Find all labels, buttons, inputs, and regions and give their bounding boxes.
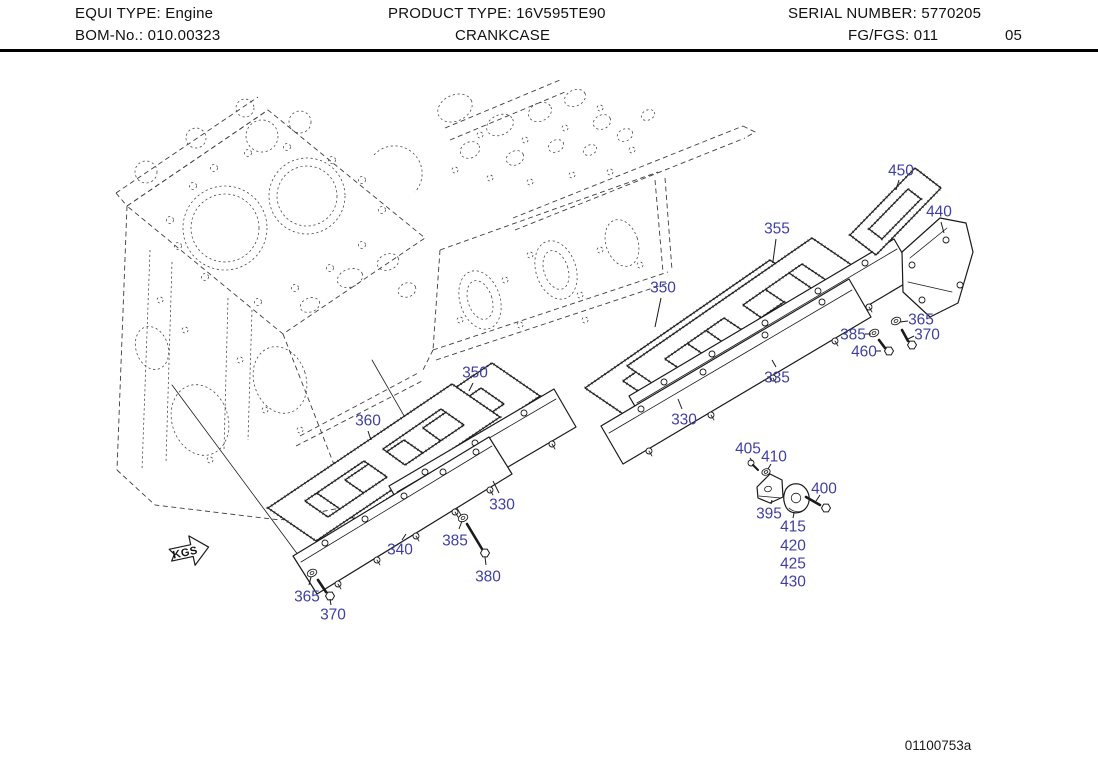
callout-365-right: 365: [908, 312, 934, 329]
callout-385-right: 385: [840, 327, 866, 344]
callout-385-left: 385: [442, 533, 468, 550]
cover-330-right: [600, 278, 872, 465]
callout-350-left: 350: [462, 365, 488, 382]
serial-number-value: 5770205: [921, 5, 982, 22]
fg-fgs-label: FG/FGS:: [848, 27, 910, 44]
equi-type: EQUI TYPE: Engine: [75, 5, 213, 22]
gasket-450: [848, 166, 943, 257]
callout-leader-400: [815, 494, 821, 502]
callout-330-right: 330: [671, 412, 697, 429]
callout-330-left: 330: [489, 497, 515, 514]
washer-385-right: [868, 328, 880, 338]
engine-block-middle: [421, 79, 756, 373]
cover-340: [292, 436, 513, 595]
callout-leader-450: [895, 179, 900, 191]
callout-450: 450: [888, 163, 914, 180]
callout-leader-330-right: [677, 398, 683, 410]
gasket-360: [265, 382, 503, 543]
fg-fgs: FG/FGS: 011: [848, 27, 938, 44]
callout-leader-395: [770, 499, 773, 505]
bolt-460: [877, 338, 895, 356]
bracket-395: [756, 473, 784, 504]
callout-415: 415: [780, 519, 806, 536]
equi-type-label: EQUI TYPE:: [75, 5, 161, 22]
callout-leader-330-left: [492, 480, 500, 494]
bom-no-label: BOM-No.:: [75, 27, 144, 44]
product-type: PRODUCT TYPE: 16V595TE90: [388, 5, 606, 22]
callout-leader-380: [484, 556, 487, 566]
kgs-label: KGS: [172, 545, 199, 562]
bolt-370-right: [900, 328, 918, 350]
callout-layer: 450 440 355 350 365 385 370 460 335 330 350 360 330 3…: [294, 163, 952, 624]
bolt-370-left: [316, 578, 336, 601]
fg-fgs-value: 011: [913, 27, 939, 44]
callout-leader-335: [771, 359, 777, 368]
serial-number-label: SERIAL NUMBER:: [788, 5, 917, 22]
callout-leader-365-left: [308, 576, 312, 586]
callout-leader-350-left: [468, 382, 474, 392]
bom-no-value: 010.00323: [147, 27, 221, 44]
bolt-380: [465, 522, 491, 558]
callout-460: 460: [851, 344, 877, 361]
callout-leader-370-left: [329, 598, 332, 606]
fg-fgs-revision: 05: [1005, 27, 1023, 44]
callout-leader-410: [767, 463, 772, 470]
callout-360: 360: [355, 413, 381, 430]
callout-350-right: 350: [650, 280, 676, 297]
callout-380: 380: [475, 569, 501, 586]
product-type-value: 16V595TE90: [516, 5, 606, 22]
washer-410: [761, 468, 771, 476]
callout-420: 420: [780, 538, 806, 555]
product-type-label: PRODUCT TYPE:: [388, 5, 512, 22]
callout-leader-440: [940, 221, 945, 234]
drawing-number: 01100753a: [905, 738, 972, 753]
callout-leader-365-right: [899, 320, 909, 323]
callout-340: 340: [387, 542, 413, 559]
clamp-415-430: [783, 483, 810, 514]
callout-leader-350-right: [654, 297, 662, 328]
washer-365-left: [306, 568, 318, 578]
bracket-assembly: [747, 459, 832, 514]
page-header: EQUI TYPE: Engine PRODUCT TYPE: 16V595TE…: [0, 0, 1098, 52]
callout-leader-355: [772, 238, 777, 262]
callout-leader-385-left: [458, 520, 463, 530]
callout-leader-415: [792, 512, 795, 519]
callout-370-left: 370: [320, 607, 346, 624]
callout-430: 430: [780, 574, 806, 591]
callout-395: 395: [756, 506, 782, 523]
bolt-400: [804, 495, 832, 513]
callout-355: 355: [764, 221, 790, 238]
callout-leader-340: [401, 533, 407, 541]
callout-425: 425: [780, 556, 806, 573]
callout-335: 335: [764, 370, 790, 387]
equi-type-value: Engine: [165, 5, 214, 22]
callout-leader-405: [749, 457, 753, 462]
callout-370-right: 370: [914, 327, 940, 344]
callout-365-left: 365: [294, 589, 320, 606]
engine-block-left: [115, 96, 426, 521]
callout-leader-370-right: [907, 335, 915, 340]
washer-365-right: [890, 316, 902, 326]
callout-leader-360: [367, 430, 372, 441]
callout-405: 405: [735, 441, 761, 458]
end-cover-440: [901, 217, 974, 318]
callout-440: 440: [926, 204, 952, 221]
assembly-name: CRANKCASE: [455, 27, 551, 44]
bolt-axis-line-left: [171, 384, 311, 572]
washer-385-left: [457, 513, 469, 523]
callout-410: 410: [761, 449, 787, 466]
serial-number: SERIAL NUMBER: 5770205: [788, 5, 981, 22]
kgs-flow-arrow: KGS: [168, 535, 210, 566]
callout-400: 400: [811, 481, 837, 498]
bom-no: BOM-No.: 010.00323: [75, 27, 220, 44]
